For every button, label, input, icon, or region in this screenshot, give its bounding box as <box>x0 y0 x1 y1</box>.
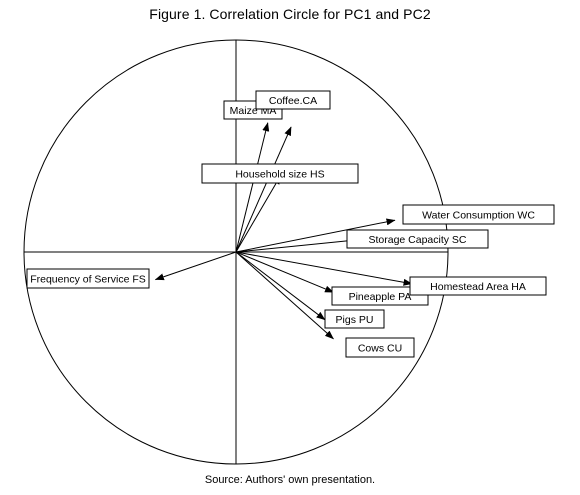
variable-label: Pigs PU <box>336 314 374 326</box>
figure-title: Figure 1. Correlation Circle for PC1 and… <box>149 6 431 22</box>
variable-label-frame <box>346 229 489 249</box>
variable-label-box: Household size HS <box>201 163 359 184</box>
variable-arrow <box>235 126 292 253</box>
variable-label-frame <box>26 268 150 289</box>
figure-source: Source: Authors' own presentation. <box>204 474 376 486</box>
variable-label-frame <box>201 163 359 184</box>
variable-label-box: Water Consumption WC <box>402 204 555 225</box>
variable-label-frame <box>402 204 555 225</box>
variable-arrow <box>235 251 413 286</box>
variable-label-box: Frequency of Service FS <box>26 268 150 289</box>
variable-label: Cows CU <box>358 343 402 355</box>
variable-label: Water Consumption WC <box>422 210 535 222</box>
variable-label: Homestead Area HA <box>430 281 526 293</box>
variable-arrow <box>235 236 364 253</box>
variable-arrows <box>154 122 413 340</box>
variable-label-box: Cows CU <box>345 337 415 358</box>
variable-label: Household size HS <box>235 169 324 181</box>
variable-label-frame <box>331 286 429 306</box>
variable-label-frame <box>409 276 547 296</box>
variable-arrow <box>235 122 270 253</box>
variable-label: Storage Capacity SC <box>368 234 466 246</box>
variable-label-frame <box>255 90 331 110</box>
variable-label-frame <box>345 337 415 358</box>
variable-arrow <box>235 218 396 253</box>
variable-arrow <box>235 175 281 253</box>
variable-label: Frequency of Service FS <box>30 274 146 286</box>
variable-arrow <box>235 251 334 293</box>
variable-arrow <box>154 251 237 281</box>
variable-label: Pineapple PA <box>349 291 412 303</box>
variable-label: Coffee.CA <box>269 95 317 107</box>
variable-arrow <box>235 251 334 340</box>
variable-arrow <box>235 251 326 321</box>
variable-label-box: Pineapple PA <box>331 286 429 306</box>
variable-label-box: Homestead Area HA <box>409 276 547 296</box>
variable-label-box: Pigs PU <box>324 309 385 329</box>
variable-label-box: Coffee.CA <box>255 90 331 110</box>
variable-label-box: Storage Capacity SC <box>346 229 489 249</box>
variable-label-frame <box>324 309 385 329</box>
